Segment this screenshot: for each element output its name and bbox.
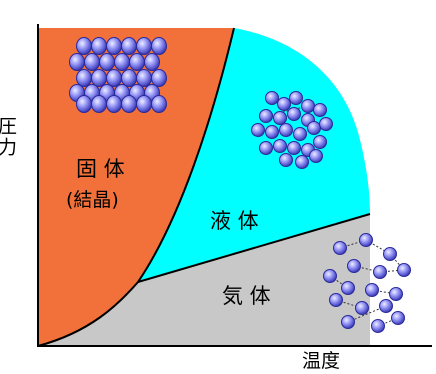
particle — [121, 69, 137, 87]
particle — [151, 37, 167, 55]
particle — [289, 91, 303, 105]
particle — [273, 111, 287, 125]
particle — [114, 53, 130, 71]
particle — [365, 283, 379, 297]
particle — [99, 53, 115, 71]
particle — [273, 139, 287, 153]
solid-gas-boundary — [37, 281, 139, 347]
gas-particles — [323, 233, 411, 333]
particle — [333, 241, 347, 255]
particle — [136, 37, 152, 55]
solid-liquid-boundary — [137, 27, 235, 283]
particle — [106, 69, 122, 87]
particle — [371, 319, 385, 333]
particle — [397, 263, 411, 277]
particle — [277, 97, 291, 111]
particle — [121, 37, 137, 55]
particle — [389, 287, 403, 301]
particle — [309, 149, 323, 163]
particle — [129, 53, 145, 71]
particle — [329, 293, 343, 307]
x-axis-label: 温度 — [302, 350, 340, 372]
liquid-particles — [251, 91, 333, 169]
particle — [379, 299, 393, 313]
particle — [76, 95, 92, 113]
particle — [265, 125, 279, 139]
particle — [136, 69, 152, 87]
particle — [136, 95, 152, 113]
particle — [106, 37, 122, 55]
liquid-gas-boundary — [137, 213, 371, 283]
particle — [359, 233, 373, 247]
liquid-region — [138, 28, 370, 282]
particle — [251, 123, 265, 137]
particle — [323, 269, 337, 283]
particle — [307, 121, 321, 135]
particle — [121, 95, 137, 113]
solid-sublabel: (結晶) — [66, 189, 119, 211]
particle — [287, 107, 301, 121]
particle — [341, 281, 355, 295]
particle — [279, 123, 293, 137]
particle-motion-line — [347, 305, 387, 323]
particle — [91, 95, 107, 113]
particle — [279, 153, 293, 167]
particle — [76, 69, 92, 87]
particle — [347, 259, 361, 273]
particle — [293, 127, 307, 141]
liquid-label: 液 体 — [210, 209, 259, 233]
particle — [287, 141, 301, 155]
particle — [144, 53, 160, 71]
particle — [84, 53, 100, 71]
particle — [295, 155, 309, 169]
particle-motion-line — [265, 105, 309, 117]
particle — [391, 311, 405, 325]
solid-label: 固 体 — [76, 157, 125, 181]
particle — [341, 315, 355, 329]
particle — [319, 117, 333, 131]
particle — [265, 91, 279, 105]
particle — [355, 301, 369, 315]
particle — [151, 95, 167, 113]
particle — [301, 99, 315, 113]
particle — [69, 53, 85, 71]
particle — [151, 69, 167, 87]
particle — [91, 69, 107, 87]
particle — [373, 265, 387, 279]
particle — [313, 103, 327, 117]
solid-particles — [69, 37, 167, 113]
particle — [383, 247, 397, 261]
particle — [313, 135, 327, 149]
particle — [91, 37, 107, 55]
particle — [76, 37, 92, 55]
gas-region — [38, 214, 370, 346]
particle — [259, 109, 273, 123]
gas-label: 気 体 — [222, 284, 271, 308]
y-axis-label: 圧力 — [0, 116, 17, 158]
particle — [106, 95, 122, 113]
particle — [259, 141, 273, 155]
